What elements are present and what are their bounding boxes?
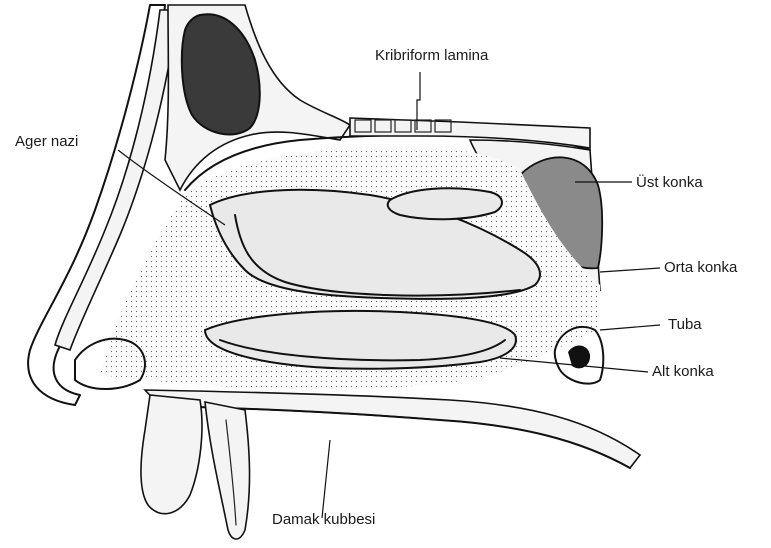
leader-middle — [600, 268, 660, 272]
label-superior-concha: Üst konka — [636, 173, 703, 191]
label-middle-concha: Orta konka — [664, 259, 738, 276]
leader-palate — [322, 440, 330, 518]
superior-meatus-fold — [388, 188, 502, 219]
label-tuba: Tuba — [668, 316, 702, 333]
incisor-tooth — [205, 402, 250, 539]
leader-tuba — [600, 325, 660, 330]
cribriform-plate — [350, 118, 590, 148]
label-palate-vault: Damak kubbesi — [272, 511, 375, 528]
label-inferior-concha: Alt konka — [652, 363, 714, 380]
label-cribriform-lamina: Kribriform lamina — [375, 47, 489, 64]
label-agger-nasi: Ager nazi — [15, 133, 78, 150]
upper-lip-alveolus — [141, 395, 202, 514]
